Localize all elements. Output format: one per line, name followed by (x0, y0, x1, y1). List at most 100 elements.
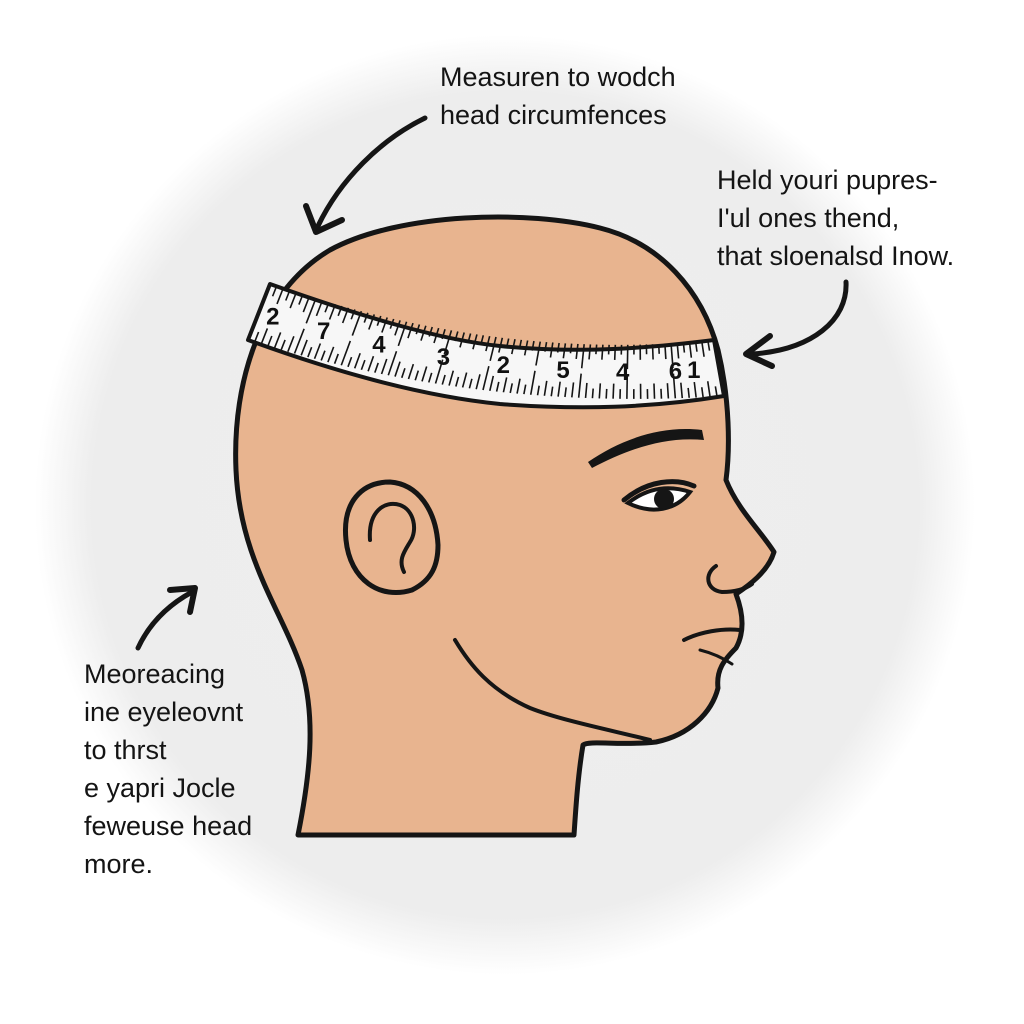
tape-tick (714, 386, 718, 397)
callout-top-line: Measuren to wodch (440, 62, 676, 92)
tape-tick (518, 339, 523, 350)
tape-tick (407, 322, 414, 339)
tape-tick (575, 343, 579, 359)
tape-tick (562, 343, 567, 359)
tape-tick (651, 344, 654, 360)
tape-tick (253, 331, 260, 343)
callout-top: Measuren to wodch head circumfences (440, 58, 676, 134)
tape-tick (580, 344, 585, 369)
tape-tick (482, 365, 490, 391)
tape-tick (454, 331, 459, 342)
tape-tick (571, 382, 575, 398)
tape-tick (433, 327, 440, 344)
tape-tick (588, 344, 592, 360)
tape-tick (605, 388, 608, 399)
tape-tick (273, 332, 282, 349)
tape-tick (591, 388, 594, 399)
tape-tick (271, 285, 278, 297)
tape-tick (427, 372, 433, 383)
tape-number: 7 (317, 318, 330, 345)
tape-tick (672, 373, 677, 399)
tape-number: 4 (372, 332, 386, 359)
tape-tick (682, 342, 686, 353)
tape-tick (467, 333, 472, 344)
eyebrow (588, 429, 704, 468)
tape-tick (498, 337, 504, 353)
tape-tick (670, 343, 674, 369)
tape-number: 1 (687, 357, 700, 384)
tape-tick (577, 373, 582, 398)
tape-tick (601, 344, 604, 360)
tape-tick (313, 343, 322, 360)
callout-right-line: that sloenalsd Inow. (717, 241, 955, 271)
ear (343, 479, 441, 596)
tape-tick (300, 339, 308, 356)
tape-tick (328, 303, 337, 320)
tape-tick (505, 338, 510, 349)
tape-tick (387, 350, 398, 376)
tape-tick (360, 359, 366, 371)
tape-tick (320, 350, 326, 361)
arrow-top-icon (303, 115, 428, 235)
tape-tick (327, 346, 335, 363)
tape-tick (324, 302, 330, 313)
tape-tick (664, 343, 667, 360)
eyelid (621, 479, 697, 503)
tape-tick (340, 340, 352, 366)
tape-tick (397, 321, 408, 347)
tape-tick (694, 341, 698, 352)
tape-tick (612, 383, 615, 399)
tape-tick (302, 296, 311, 313)
tape-tick (337, 305, 343, 317)
tape-tick (523, 384, 527, 395)
tape-tick (434, 359, 444, 384)
tape-tick (535, 341, 542, 366)
tape-number: 6 (669, 358, 682, 385)
tape-tick (260, 328, 269, 345)
tape-tick (523, 340, 529, 356)
tape-tick (607, 344, 610, 355)
tape-tick (315, 300, 324, 317)
tape-tick (461, 372, 468, 388)
tape-tick (529, 370, 536, 395)
tape-tick (415, 324, 421, 335)
tape-tick (485, 335, 491, 352)
tape-tick (351, 310, 363, 336)
callout-right-line: I'ul ones thend, (717, 203, 900, 233)
tape-tick (421, 366, 428, 382)
ear-inner (367, 501, 417, 574)
tape-number: 2 (497, 352, 510, 379)
tape-tick (380, 358, 388, 375)
tape-tick (489, 375, 495, 391)
tape-tick (509, 383, 514, 394)
tape-tick (459, 332, 465, 348)
tape-tick (653, 383, 656, 399)
tape-tick (420, 325, 427, 341)
tape-tick (455, 376, 460, 387)
tape-tick (368, 314, 376, 330)
callout-left-line: ine eyeleovnt (84, 697, 244, 727)
tape-tick (394, 361, 401, 377)
lower-lip (698, 648, 734, 666)
callout-right-line: Held youri pupres- (717, 165, 938, 195)
tape-tick (516, 378, 521, 394)
tape-tick (400, 367, 406, 379)
tape-tick (598, 383, 602, 399)
tape-tick (480, 335, 485, 346)
tape-tick (305, 298, 317, 324)
callout-left-line: to thrst (84, 735, 167, 765)
tape-tick (549, 342, 554, 358)
tape-tick (595, 344, 598, 355)
tape-tick (394, 320, 401, 336)
tape-tick (687, 387, 690, 398)
tape-tick (536, 385, 540, 396)
callout-left-line: more. (84, 849, 154, 879)
tape-tick (556, 342, 560, 353)
tape-tick (502, 377, 508, 393)
tape-tick (495, 381, 500, 392)
tape-tick (441, 329, 446, 340)
tape-tick (353, 352, 361, 369)
callout-left-line: feweuse head (84, 811, 253, 841)
tape-tick (287, 335, 295, 352)
tape-tick (374, 362, 379, 373)
